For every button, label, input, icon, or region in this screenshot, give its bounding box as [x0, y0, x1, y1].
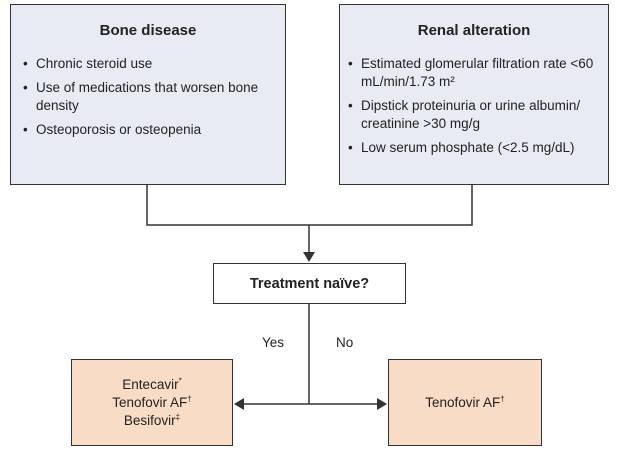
no-label: No	[336, 335, 354, 350]
renal-alteration-box: Renal alteration Estimated glomerular fi…	[339, 4, 609, 185]
drug-tenofovir-af: Tenofovir AF†	[112, 394, 192, 410]
yes-label: Yes	[262, 335, 285, 350]
renal-connector	[309, 185, 473, 226]
bone-connector	[146, 185, 309, 226]
renal-alteration-title: Renal alteration	[417, 22, 531, 39]
list-item: Low serum phosphate (<2.5 mg/dL)	[348, 139, 600, 157]
list-item: Dipstick proteinuria or urine albumin/ c…	[348, 97, 600, 133]
arrowhead-left	[234, 398, 244, 410]
bone-disease-box: Bone disease Chronic steroid use Use of …	[10, 4, 286, 185]
drug-besifovir: Besifovir‡	[123, 412, 181, 428]
yes-drug-list: Entecavir* Tenofovir AF† Besifovir‡	[72, 360, 232, 445]
no-drug-list: Tenofovir AF†	[389, 360, 541, 445]
renal-alteration-list: Estimated glomerular filtration rate <60…	[340, 55, 608, 157]
list-item: Osteoporosis or osteopenia	[23, 121, 277, 139]
list-item: Estimated glomerular filtration rate <60…	[348, 55, 600, 91]
arrowhead-down	[303, 252, 315, 262]
treatment-naive-question: Treatment naïve?	[249, 275, 370, 292]
list-item: Chronic steroid use	[23, 55, 277, 73]
bone-disease-list: Chronic steroid use Use of medications t…	[11, 55, 285, 139]
treatment-naive-no-box: Tenofovir AF†	[388, 359, 542, 446]
list-item: Use of medications that worsen bone dens…	[23, 79, 277, 115]
treatment-naive-yes-box: Entecavir* Tenofovir AF† Besifovir‡	[71, 359, 233, 446]
treatment-naive-box: Treatment naïve?	[213, 263, 406, 304]
drug-entecavir: Entecavir*	[122, 376, 182, 392]
bone-disease-title: Bone disease	[99, 22, 197, 39]
arrowhead-right	[377, 398, 387, 410]
drug-tenofovir-af: Tenofovir AF†	[425, 394, 505, 410]
